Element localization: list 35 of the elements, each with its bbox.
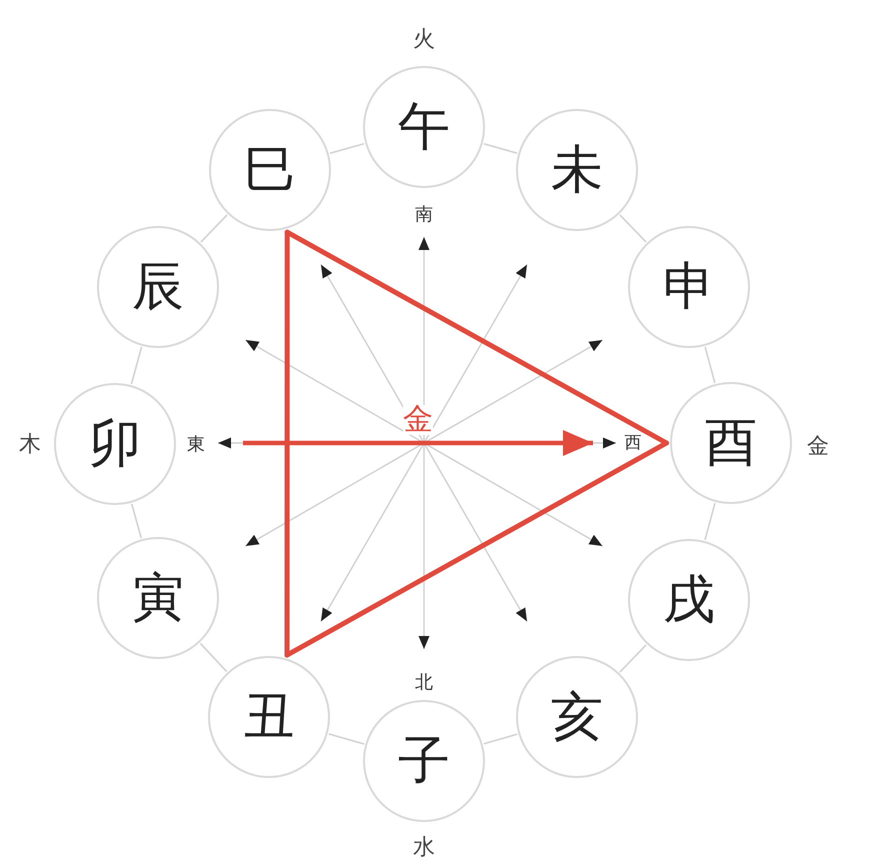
connector-line [620, 644, 646, 672]
node-label: 子 [398, 735, 450, 787]
node-label: 酉 [705, 417, 757, 469]
connector-line [620, 214, 646, 242]
connector-line [484, 734, 518, 744]
node-label: 亥 [551, 691, 603, 743]
direction-label: 東 [187, 436, 205, 454]
highlight-line [284, 230, 669, 446]
connector-line [200, 214, 228, 242]
direction-label: 西 [624, 434, 642, 452]
side-label: 木 [19, 434, 41, 456]
connector-line [328, 733, 364, 745]
connector-line [704, 346, 716, 384]
highlight-line [284, 230, 290, 658]
connector-line [484, 143, 518, 154]
node-label: 卯 [89, 418, 141, 470]
direction-label: 南 [415, 206, 433, 224]
node-label: 午 [398, 101, 450, 153]
connector-line [131, 504, 142, 538]
side-label: 水 [413, 837, 435, 859]
connector-line [200, 643, 227, 672]
node-label: 辰 [132, 261, 184, 313]
node-label: 寅 [132, 572, 184, 624]
arrow-label: 金 [403, 405, 433, 435]
node-label: 丑 [243, 691, 295, 743]
connector-line [330, 143, 364, 154]
side-label: 火 [413, 29, 435, 51]
direction-label: 北 [415, 674, 433, 692]
connector-line [704, 502, 716, 540]
node-label: 戌 [663, 574, 715, 626]
node-label: 未 [551, 144, 603, 196]
connector-line [130, 346, 142, 384]
side-label: 金 [807, 436, 829, 458]
node-label: 申 [663, 261, 715, 313]
node-label: 巳 [244, 144, 296, 196]
